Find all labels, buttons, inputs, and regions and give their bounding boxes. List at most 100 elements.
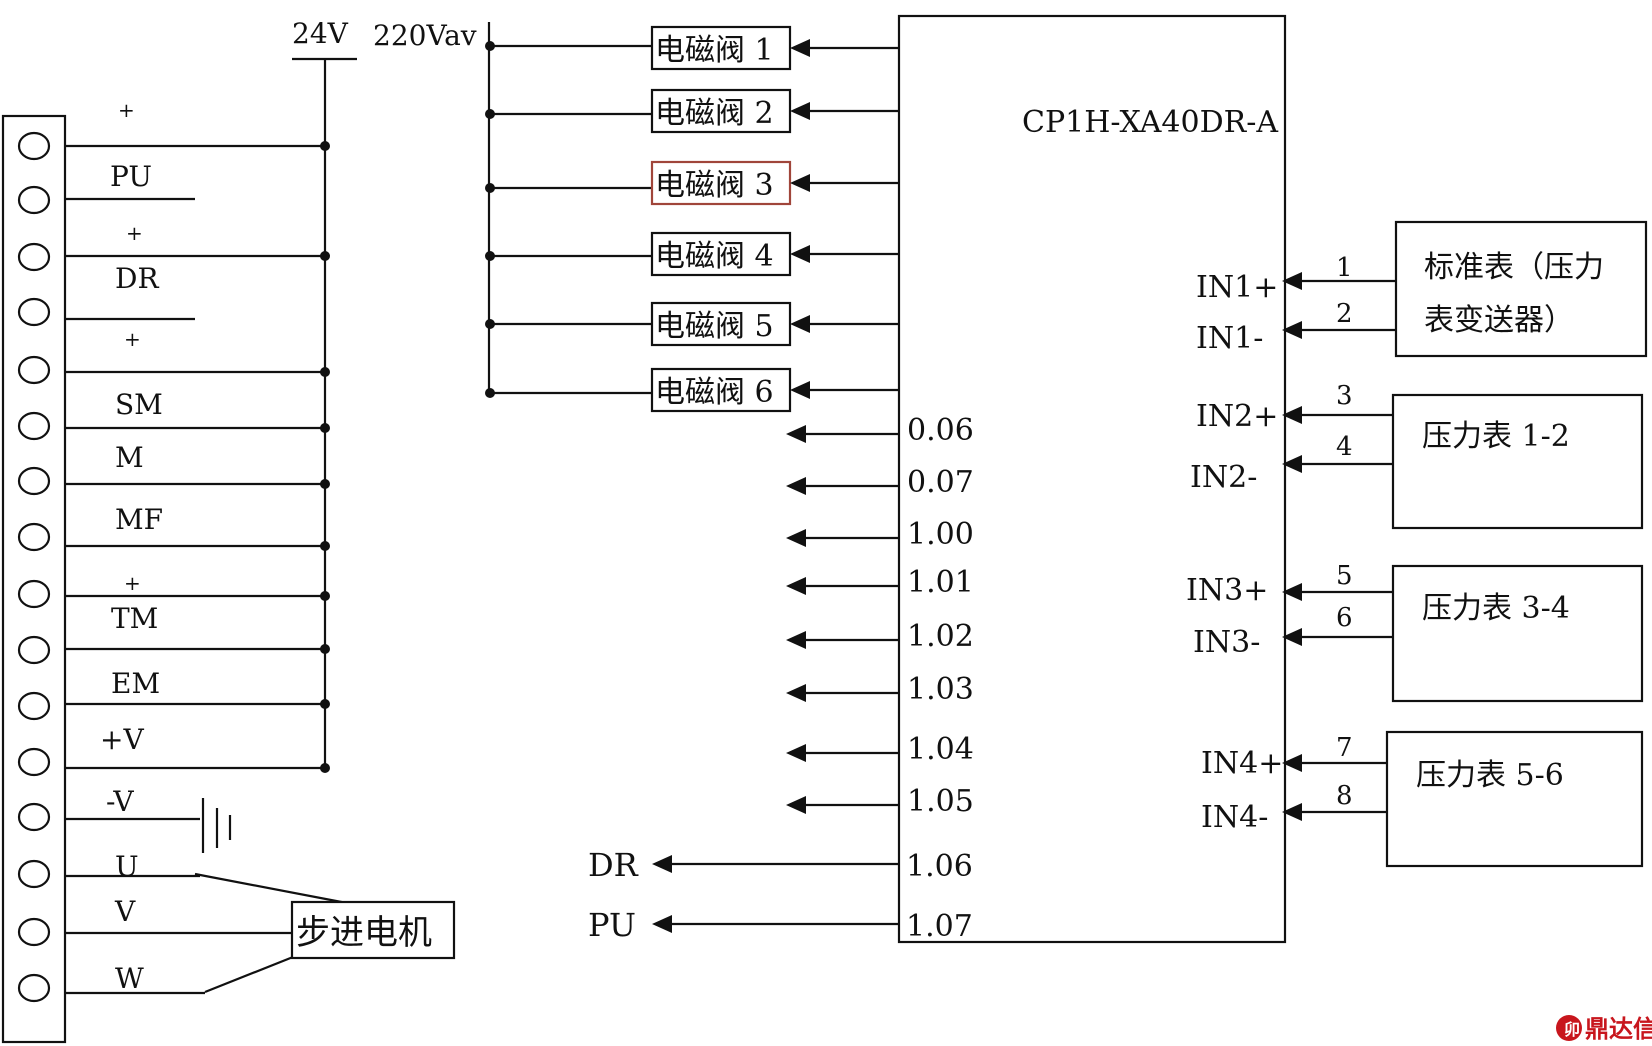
plc-input-label: IN3-: [1193, 625, 1260, 660]
valve-arrow: [790, 39, 810, 57]
terminal-label: SM: [115, 388, 163, 421]
terminal-label: M: [115, 441, 144, 474]
spare-output-arrow: [786, 529, 806, 547]
terminal-screw: [17, 973, 51, 1003]
solenoid-valve-label: 电磁阀 6: [655, 375, 774, 410]
wire-number: 5: [1336, 561, 1353, 591]
terminal-screw: [17, 355, 51, 385]
input-arrow: [1282, 272, 1302, 290]
spare-output-arrow: [786, 477, 806, 495]
input-arrow: [1282, 628, 1302, 646]
supply-24v-label: 24V: [292, 17, 349, 50]
plc-input-label: IN2-: [1190, 460, 1257, 495]
terminal-label: V: [114, 895, 136, 928]
pressure-gauge-label: 压力表 3-4: [1422, 591, 1570, 626]
spare-output-arrow: [786, 684, 806, 702]
solenoid-valve-label: 电磁阀 1: [655, 33, 774, 68]
plc-output-address: 0.07: [907, 465, 974, 500]
pressure-gauge-box: [1394, 220, 1648, 358]
supply-220v-label: 220Vav: [373, 19, 477, 52]
terminal-label: +V: [100, 723, 144, 756]
terminal-screw: [17, 635, 51, 665]
junction-dot: [320, 763, 330, 773]
spare-output-arrow: [786, 425, 806, 443]
terminal-screw: [17, 411, 51, 441]
input-arrow: [1282, 583, 1302, 601]
terminal-label: -V: [106, 785, 134, 818]
plc-output-address: 1.05: [907, 784, 974, 819]
terminal-screw: [17, 185, 51, 215]
terminal-label: W: [115, 962, 144, 995]
terminal-labels: + PU + DR + SM M MF + TM EM +V -V U V W: [100, 98, 163, 995]
watermark-logo-icon: [1556, 1015, 1582, 1041]
watermark-text: 鼎达信: [1585, 1014, 1652, 1043]
solenoid-valve-label: 电磁阀 3: [655, 168, 774, 203]
terminal-label: +: [124, 571, 141, 595]
terminal-label: TM: [111, 602, 158, 635]
input-arrow: [1282, 406, 1302, 424]
pressure-gauge-label-line2: 表变送器）: [1424, 303, 1574, 338]
wire-number: 3: [1336, 381, 1353, 411]
wire-number: 2: [1336, 299, 1353, 329]
watermark: 卯 鼎达信: [1556, 1014, 1652, 1043]
pressure-gauge-label: 压力表 5-6: [1416, 758, 1564, 793]
pulse-output-arrow: [652, 915, 672, 933]
wire-number: 1: [1336, 253, 1353, 283]
valve-arrow: [790, 381, 810, 399]
pressure-gauge-label: 标准表（压力: [1424, 250, 1604, 285]
spare-output-arrow: [786, 744, 806, 762]
plc-output-address: 1.03: [907, 672, 974, 707]
pressure-gauge-box: [1391, 564, 1644, 703]
stepper-motor-label: 步进电机: [296, 913, 432, 953]
terminal-label: +: [126, 221, 143, 245]
pressure-gauge-box: [1385, 730, 1644, 868]
solenoid-valve-label: 电磁阀 4: [655, 239, 774, 274]
spare-output-arrow: [786, 796, 806, 814]
terminal-label: +: [124, 327, 141, 351]
input-arrow: [1282, 754, 1302, 772]
plc-model-label: CP1H-XA40DR-A: [1022, 105, 1278, 140]
wire-number: 7: [1336, 733, 1353, 763]
stepper-motor: 步进电机: [194, 872, 456, 994]
pressure-gauge-box: [1391, 393, 1644, 530]
plc-output-address: 0.06: [907, 413, 974, 448]
input-arrow: [1282, 455, 1302, 473]
plc-input-label: IN1+: [1196, 270, 1278, 305]
solenoid-valve-box: [650, 367, 792, 413]
plc-input-label: IN4+: [1201, 746, 1283, 781]
motor-wire-u: [194, 872, 353, 906]
terminal-block: [1, 114, 330, 1044]
ground-symbol: [201, 798, 232, 853]
plc-output-address: 1.02: [907, 619, 974, 654]
terminal-screw: [17, 579, 51, 609]
wire-number: 6: [1336, 603, 1353, 633]
watermark-logo-glyph: 卯: [1564, 1020, 1580, 1039]
terminal-label: DR: [115, 262, 159, 295]
terminal-screw: [17, 917, 51, 947]
motor-wire-w: [204, 955, 294, 994]
plc-input-label: IN1-: [1196, 321, 1263, 356]
plc-output-address: 1.06: [906, 849, 973, 884]
terminal-label: PU: [110, 160, 152, 193]
plc-output-address: 1.01: [907, 565, 974, 600]
pressure-gauge-label: 压力表 1-2: [1422, 419, 1570, 454]
spare-output-arrow: [786, 577, 806, 595]
spare-outputs: 0.060.071.001.011.021.031.041.05: [786, 413, 974, 819]
plc-input-label: IN2+: [1196, 399, 1278, 434]
terminal-label: EM: [111, 667, 160, 700]
pulse-output-name: PU: [588, 906, 636, 944]
valve-arrow: [790, 102, 810, 120]
terminal-screw: [17, 691, 51, 721]
terminal-screw: [17, 802, 51, 832]
input-arrow: [1282, 321, 1302, 339]
terminal-screw: [17, 466, 51, 496]
terminal-label: MF: [115, 503, 163, 536]
solenoid-valve-label: 电磁阀 5: [655, 309, 774, 344]
terminal-screw: [17, 522, 51, 552]
wire-number: 4: [1336, 432, 1353, 462]
valve-arrow: [790, 315, 810, 333]
solenoid-valve-box: [650, 25, 792, 71]
